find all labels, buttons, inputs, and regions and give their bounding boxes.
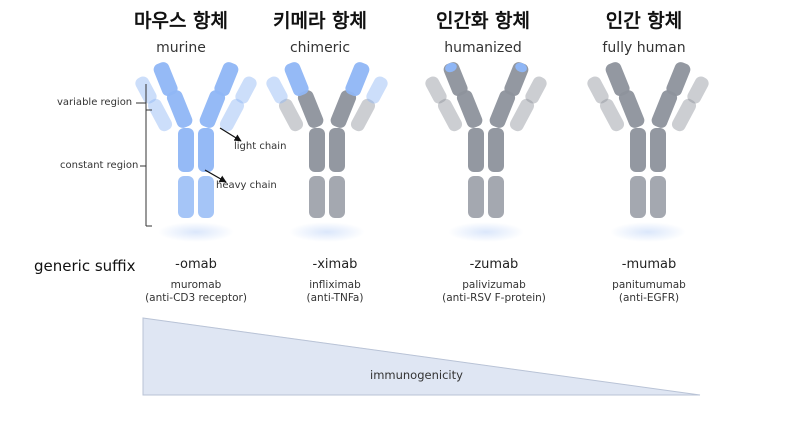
constant-region-label: constant region bbox=[60, 160, 139, 171]
heavy-chain-arm bbox=[330, 90, 357, 128]
light-chain-variable bbox=[366, 76, 388, 104]
heavy-chain-variable bbox=[666, 62, 691, 97]
title-murine-korean: 마우스 항체 bbox=[133, 10, 228, 32]
example-chimeric: infliximab (anti-TNFa) bbox=[235, 279, 435, 305]
antibody-murine bbox=[135, 62, 257, 242]
cdr-tip bbox=[445, 62, 457, 73]
heavy-chain-segment bbox=[488, 128, 504, 172]
region-brackets bbox=[136, 84, 152, 227]
example-humanized-target: (anti-RSV F-protein) bbox=[442, 292, 546, 304]
heavy-chain-arm bbox=[489, 90, 516, 128]
light-chain-arrow bbox=[219, 127, 242, 142]
heavy-chain-variable bbox=[153, 62, 178, 97]
light-chain-constant bbox=[437, 98, 463, 132]
heavy-chain-segment bbox=[650, 176, 666, 218]
heavy-chain-segment bbox=[630, 176, 646, 218]
heavy-chain-arrow bbox=[204, 169, 227, 183]
heavy-chain-segment bbox=[178, 128, 194, 172]
heavy-chain-segment bbox=[468, 176, 484, 218]
antibody-base-glow bbox=[289, 222, 365, 242]
heavy-chain-segment bbox=[309, 128, 325, 172]
example-chimeric-target: (anti-TNFa) bbox=[306, 292, 364, 304]
light-chain-constant bbox=[599, 98, 625, 132]
heavy-chain-segment bbox=[198, 128, 214, 172]
heavy-chain-arm bbox=[297, 90, 324, 128]
heavy-chain-segment bbox=[488, 176, 504, 218]
suffix-humanized: -zumab bbox=[469, 257, 519, 272]
immunogenicity-label: immunogenicity bbox=[370, 368, 463, 382]
light-chain-constant bbox=[278, 98, 304, 132]
heavy-chain-segment bbox=[178, 176, 194, 218]
heavy-chain-arm bbox=[651, 90, 678, 128]
light-chain-constant bbox=[219, 98, 245, 132]
title-fully-human: fully human bbox=[602, 40, 686, 56]
heavy-chain-segment bbox=[468, 128, 484, 172]
title-humanized: humanized bbox=[444, 40, 522, 56]
heavy-chain-variable bbox=[605, 62, 630, 97]
light-chain-variable bbox=[525, 76, 547, 104]
light-chain-constant bbox=[350, 98, 376, 132]
heavy-chain-segment bbox=[329, 128, 345, 172]
heavy-chain-variable bbox=[214, 62, 239, 97]
example-murine: muromab (anti-CD3 receptor) bbox=[96, 279, 296, 305]
cdr-tip bbox=[515, 62, 527, 73]
heavy-chain-label: heavy chain bbox=[216, 180, 277, 191]
light-chain-variable bbox=[425, 76, 447, 104]
heavy-chain-variable bbox=[284, 62, 309, 97]
antibody-base-glow bbox=[610, 222, 686, 242]
suffix-murine: -omab bbox=[175, 257, 217, 272]
antibody-chimeric bbox=[266, 62, 388, 242]
heavy-chain-arm bbox=[166, 90, 193, 128]
suffix-human: -mumab bbox=[621, 257, 677, 272]
heavy-chain-variable bbox=[345, 62, 370, 97]
antibody-human bbox=[587, 62, 709, 242]
light-chain-constant bbox=[509, 98, 535, 132]
heavy-chain-arm bbox=[456, 90, 483, 128]
immunogenicity-wedge bbox=[142, 317, 701, 396]
suffix-chimeric: -ximab bbox=[312, 257, 358, 272]
example-humanized-name: palivizumab bbox=[462, 279, 526, 291]
example-chimeric-name: infliximab bbox=[309, 279, 361, 291]
example-murine-name: muromab bbox=[170, 279, 222, 291]
heavy-chain-segment bbox=[650, 128, 666, 172]
example-human-name: panitumumab bbox=[612, 279, 686, 291]
antibody-humanized bbox=[425, 62, 547, 242]
example-humanized: palivizumab (anti-RSV F-protein) bbox=[394, 279, 594, 305]
light-chain-constant bbox=[147, 98, 173, 132]
light-chain-variable bbox=[266, 76, 288, 104]
light-chain-label: light chain bbox=[234, 141, 287, 152]
title-human-korean: 인간 항체 bbox=[605, 10, 683, 32]
antibody-base-glow bbox=[158, 222, 234, 242]
light-chain-variable bbox=[235, 76, 257, 104]
example-murine-target: (anti-CD3 receptor) bbox=[145, 292, 247, 304]
light-chain-constant bbox=[671, 98, 697, 132]
heavy-chain-segment bbox=[309, 176, 325, 218]
example-human: panitumumab (anti-EGFR) bbox=[549, 279, 749, 305]
heavy-chain-segment bbox=[198, 176, 214, 218]
title-chimeric-korean: 키메라 항체 bbox=[272, 10, 367, 32]
title-humanized-korean: 인간화 항체 bbox=[435, 10, 530, 32]
variable-region-label: variable region bbox=[57, 97, 133, 108]
title-chimeric: chimeric bbox=[289, 40, 351, 56]
heavy-chain-segment bbox=[630, 128, 646, 172]
antibody-base-glow bbox=[448, 222, 524, 242]
heavy-chain-segment bbox=[329, 176, 345, 218]
light-chain-variable bbox=[687, 76, 709, 104]
example-human-target: (anti-EGFR) bbox=[618, 292, 680, 304]
heavy-chain-arm bbox=[199, 90, 226, 128]
generic-suffix-label: generic suffix bbox=[34, 257, 136, 275]
light-chain-variable bbox=[587, 76, 609, 104]
title-murine: murine bbox=[156, 40, 206, 56]
heavy-chain-arm bbox=[618, 90, 645, 128]
